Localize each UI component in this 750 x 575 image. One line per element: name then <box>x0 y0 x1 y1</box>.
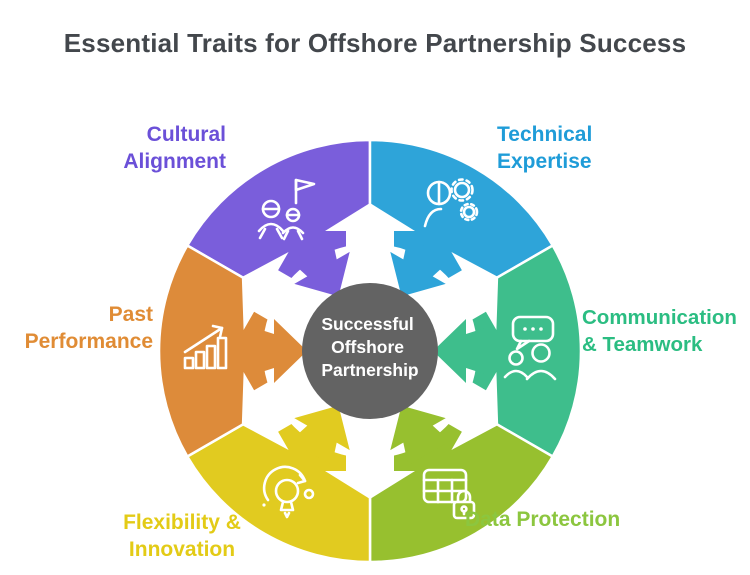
label-line: Performance <box>24 330 153 353</box>
inward-arrow-past-performance <box>252 319 307 383</box>
label-line: Innovation <box>128 538 236 561</box>
outward-arrow-top <box>325 203 415 285</box>
inward-arrow-data-protection <box>390 405 450 466</box>
inward-arrow-communication-teamwork <box>433 319 488 383</box>
label-line: Alignment <box>123 150 226 173</box>
outward-arrow-top-left <box>241 252 325 339</box>
inward-arrow-cultural-alignment <box>290 236 350 297</box>
label-cultural-alignment: Cultural Alignment <box>46 121 226 175</box>
table-lock-icon <box>422 468 476 520</box>
team-flag-icon <box>257 178 316 241</box>
center-label: Successful Offshore Partnership <box>321 314 418 380</box>
outward-arrow-bottom <box>325 417 415 499</box>
growth-chart-icon <box>183 324 228 370</box>
label-line: Past <box>108 303 153 326</box>
label-communication-teamwork: Communication & Teamwork <box>582 304 750 358</box>
outward-arrow-bottom-right <box>415 363 499 450</box>
center-circle <box>302 283 438 419</box>
person-gears-icon <box>423 178 479 228</box>
label-past-performance: Past Performance <box>0 301 153 355</box>
outward-arrow-bottom-left <box>241 363 325 450</box>
outward-arrow-top-right <box>415 252 499 339</box>
label-line: & Teamwork <box>582 333 703 356</box>
label-flexibility-innovation: Flexibility & Innovation <box>96 509 268 563</box>
inward-arrow-flexibility-innovation <box>290 405 350 466</box>
label-technical-expertise: Technical Expertise <box>497 121 707 175</box>
label-line: Flexibility & <box>123 511 241 534</box>
label-line: Expertise <box>497 150 592 173</box>
label-data-protection: Data Protection <box>465 506 705 533</box>
inward-arrow-technical-expertise <box>390 236 450 297</box>
chat-people-icon <box>503 315 557 381</box>
label-line: Technical <box>497 123 593 146</box>
bulb-orbit-icon <box>262 465 315 519</box>
label-line: Cultural <box>146 123 226 146</box>
page-title: Essential Traits for Offshore Partnershi… <box>63 28 687 58</box>
label-line: Data Protection <box>465 508 621 531</box>
label-line: Communication <box>582 306 737 329</box>
